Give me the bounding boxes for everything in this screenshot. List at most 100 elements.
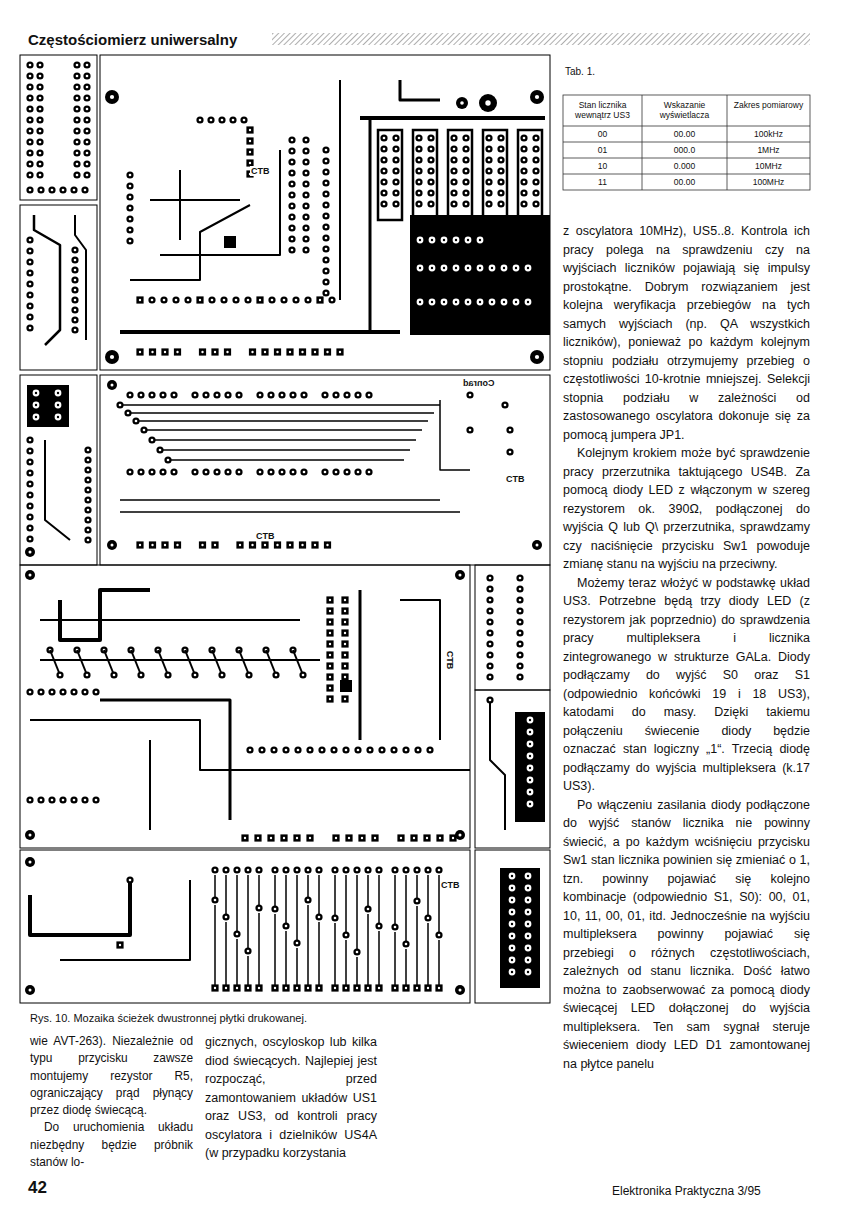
pad bbox=[520, 189, 527, 196]
board-outline bbox=[20, 375, 97, 565]
pad bbox=[26, 72, 33, 79]
pad-hole bbox=[438, 869, 441, 872]
mounting-hole-center bbox=[29, 989, 32, 992]
pad bbox=[126, 215, 133, 222]
pad-hole bbox=[307, 299, 310, 302]
pad-hole bbox=[383, 181, 386, 184]
pad-hole bbox=[356, 869, 359, 872]
pad-hole bbox=[529, 731, 531, 733]
pad bbox=[462, 145, 469, 152]
square-pad bbox=[293, 984, 300, 991]
trace bbox=[356, 957, 358, 985]
ic-outline bbox=[518, 130, 542, 220]
pad-hole bbox=[76, 97, 79, 100]
pad bbox=[84, 476, 91, 483]
pad-hole bbox=[465, 192, 468, 195]
pad-hole bbox=[73, 189, 76, 192]
pad bbox=[36, 83, 43, 90]
trace bbox=[50, 650, 60, 675]
pad-hole bbox=[344, 665, 346, 667]
trace bbox=[427, 875, 429, 918]
pad-hole bbox=[305, 216, 308, 219]
mounting-hole bbox=[25, 570, 35, 580]
pad-hole bbox=[40, 691, 43, 694]
pad bbox=[84, 526, 91, 533]
pad-hole bbox=[129, 174, 132, 177]
pad bbox=[84, 516, 91, 523]
pad bbox=[71, 276, 78, 283]
square-pad bbox=[136, 541, 143, 548]
pad bbox=[497, 167, 504, 174]
pad bbox=[289, 468, 296, 475]
pad-hole bbox=[164, 544, 166, 546]
pad bbox=[140, 426, 147, 433]
pad-hole bbox=[270, 394, 273, 397]
pad-hole bbox=[325, 248, 328, 251]
pad-hole bbox=[361, 837, 363, 839]
pad-hole bbox=[129, 879, 132, 882]
square-pad bbox=[136, 348, 143, 355]
pad-hole bbox=[296, 987, 298, 989]
pad bbox=[26, 688, 33, 695]
pad-hole bbox=[129, 218, 132, 221]
pad-hole bbox=[139, 299, 141, 301]
square-pad bbox=[286, 541, 293, 548]
pad bbox=[288, 246, 295, 253]
pad-hole bbox=[74, 299, 77, 302]
pad-hole bbox=[500, 148, 503, 151]
pad bbox=[73, 105, 80, 112]
pad bbox=[255, 904, 262, 911]
pad bbox=[59, 688, 66, 695]
pad-hole bbox=[249, 129, 251, 131]
pad-hole bbox=[319, 299, 321, 301]
pad-hole bbox=[194, 471, 197, 474]
body-paragraph: gicznych, oscyloskop lub kilka diod świe… bbox=[205, 1033, 377, 1163]
pad bbox=[59, 186, 66, 193]
square-pad bbox=[211, 984, 218, 991]
pad bbox=[272, 671, 279, 678]
pad bbox=[235, 468, 242, 475]
square-pad bbox=[286, 348, 293, 355]
pad-hole bbox=[535, 170, 538, 173]
pad-hole bbox=[356, 951, 359, 954]
pad bbox=[126, 193, 133, 200]
pad bbox=[392, 189, 399, 196]
pad-hole bbox=[529, 719, 531, 721]
trace bbox=[394, 875, 396, 927]
pad bbox=[83, 72, 90, 79]
pad-hole bbox=[173, 394, 176, 397]
board-outline bbox=[475, 690, 550, 848]
pad-hole bbox=[301, 544, 303, 546]
pad-hole bbox=[511, 971, 513, 973]
mounting-hole-center bbox=[536, 544, 539, 547]
pad bbox=[450, 200, 457, 207]
pad-hole bbox=[529, 755, 531, 757]
pad-hole bbox=[529, 791, 531, 793]
pad-hole bbox=[205, 471, 208, 474]
pad bbox=[322, 168, 329, 175]
pad bbox=[497, 200, 504, 207]
pad-hole bbox=[503, 267, 505, 269]
pad bbox=[26, 94, 33, 101]
pad bbox=[516, 607, 523, 614]
pad-hole bbox=[247, 987, 249, 989]
square-pad bbox=[249, 541, 256, 548]
pad-hole bbox=[216, 471, 219, 474]
square-pad bbox=[341, 629, 348, 636]
square-pad bbox=[341, 662, 348, 669]
pad-hole bbox=[511, 911, 513, 913]
pad-hole bbox=[430, 192, 433, 195]
pad bbox=[486, 651, 493, 658]
copper-fill bbox=[515, 712, 545, 822]
pad-hole bbox=[291, 172, 294, 175]
pad bbox=[516, 662, 523, 669]
pad-hole bbox=[29, 691, 32, 694]
pad-clearance bbox=[513, 299, 520, 306]
pad bbox=[170, 468, 177, 475]
trace bbox=[367, 914, 369, 985]
pad bbox=[450, 134, 457, 141]
pad bbox=[288, 224, 295, 231]
pad-hole bbox=[489, 588, 492, 591]
pad bbox=[497, 156, 504, 163]
pad-hole bbox=[236, 869, 239, 872]
